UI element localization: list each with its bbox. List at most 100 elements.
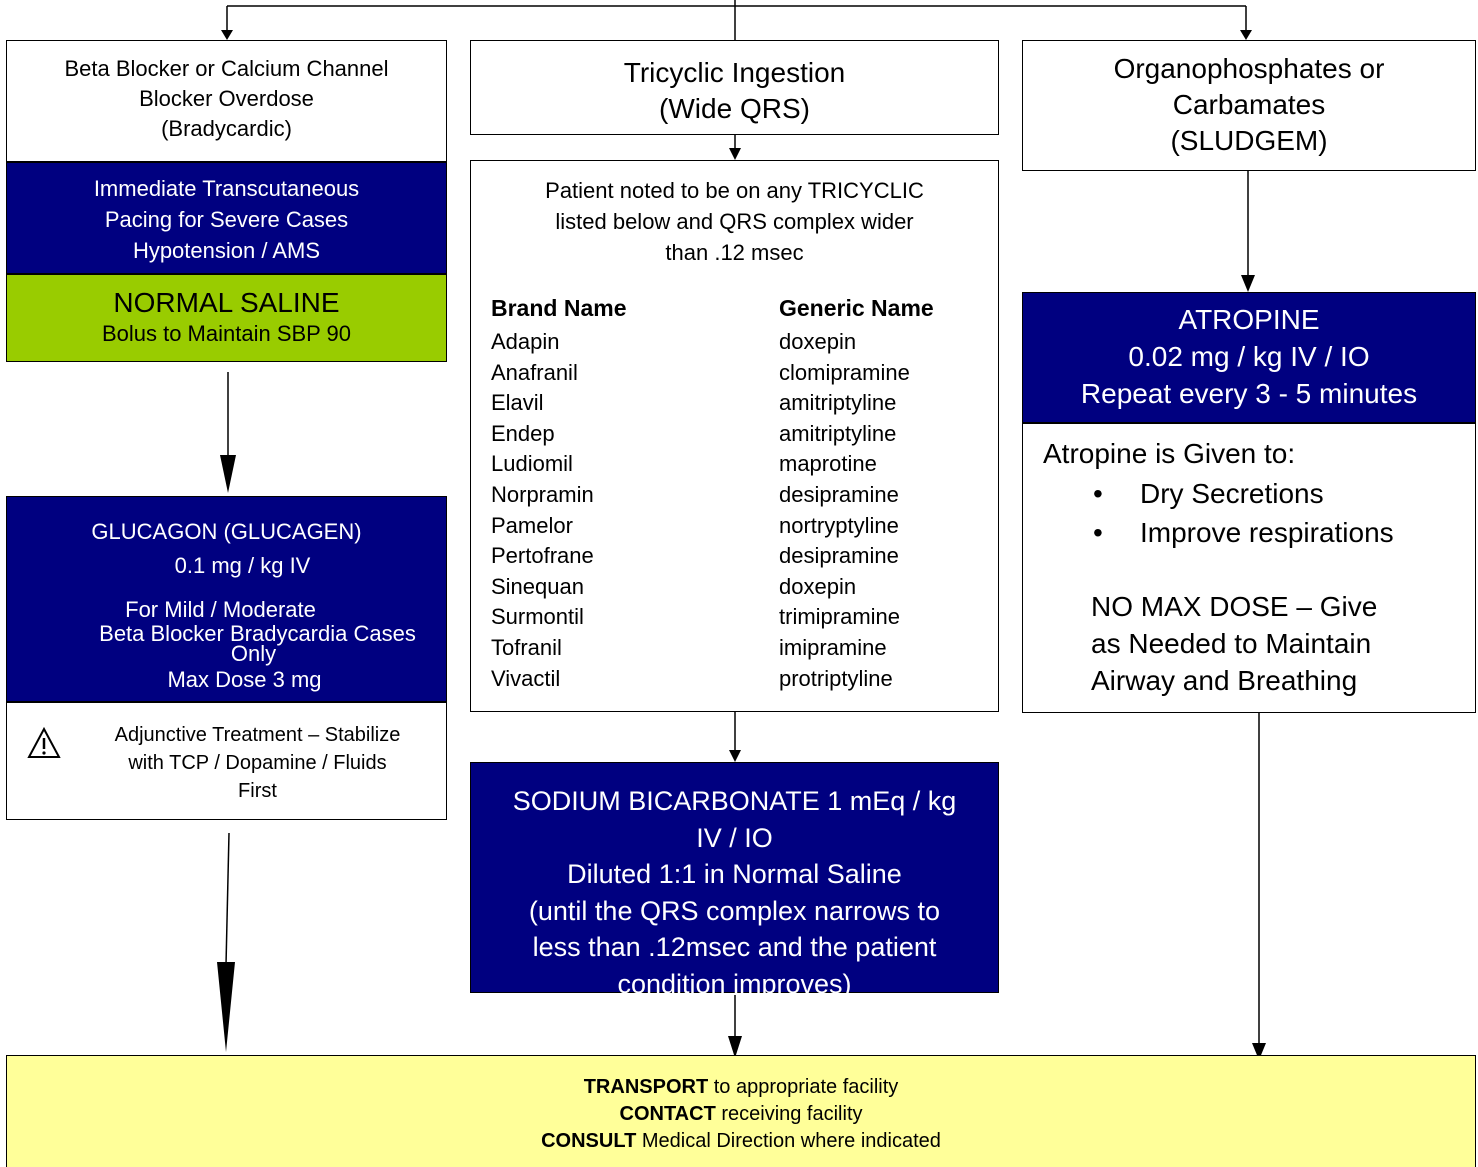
tricyclic-note-line: Patient noted to be on any TRICYCLIC (545, 178, 924, 203)
tricyclic-note-line: listed below and QRS complex wider (555, 209, 914, 234)
max-dose-line: Airway and Breathing (1091, 665, 1358, 696)
max-dose-line: NO MAX DOSE – Give (1091, 591, 1378, 622)
drug-generic-name: doxepin (779, 329, 857, 354)
drug-generic-name: protriptyline (779, 665, 893, 691)
drug-row: Vivactil protriptyline (491, 664, 981, 695)
drug-brand-name: Pertofrane (491, 543, 594, 569)
drug-generic-name: desipramine (779, 543, 899, 569)
atropine-line: Repeat every 3 - 5 minutes (1080, 378, 1418, 409)
atropine-line: ATROPINE (1178, 304, 1320, 335)
drug-row: Adapin doxepin (491, 327, 981, 358)
drug-row: Tofranil imipramine (491, 633, 981, 664)
drug-brand-name: Adapin (491, 329, 560, 354)
organophosphate-title-line: Carbamates (1172, 89, 1326, 120)
organophosphate-title-box: Organophosphates or Carbamates (SLUDGEM) (1022, 40, 1476, 171)
organophosphate-title-line: (SLUDGEM) (1170, 125, 1328, 156)
adjunctive-treatment-box: Adjunctive Treatment – Stabilize with TC… (6, 702, 447, 820)
max-dose-line: as Needed to Maintain (1091, 628, 1372, 659)
drug-row: Pertofrane desipramine (491, 541, 981, 572)
tricyclic-title-box: Tricyclic Ingestion (Wide QRS) (470, 40, 999, 135)
drug-row: Elavil amitriptyline (491, 388, 981, 419)
tricyclic-title-line: (Wide QRS) (659, 93, 810, 124)
bicarb-line: condition improves) (617, 968, 852, 999)
bullet-dot-icon: • (1093, 478, 1103, 509)
adjunct-line: with TCP / Dopamine / Fluids (128, 752, 387, 774)
atropine-given-heading: Atropine is Given to: (1043, 438, 1296, 469)
transport-line: TRANSPORT to appropriate facility (7, 1074, 1475, 1101)
normal-saline-box: NORMAL SALINE Bolus to Maintain SBP 90 (6, 274, 447, 362)
consult-line: CONSULT Medical Direction where indicate… (7, 1128, 1475, 1155)
drug-generic-name: amitriptyline (779, 390, 897, 416)
drug-row: Ludiomil maprotine (491, 449, 981, 480)
contact-line: CONTACT receiving facility (7, 1101, 1475, 1128)
drug-generic-name: maprotine (779, 451, 877, 477)
beta-blocker-title-line: Blocker Overdose (139, 86, 314, 111)
drug-brand-name: Norpramin (491, 482, 594, 507)
drug-brand-name: Sinequan (491, 573, 584, 599)
drug-brand-name: Tofranil (491, 635, 562, 660)
transcutaneous-pacing-box: Immediate Transcutaneous Pacing for Seve… (6, 162, 447, 274)
beta-blocker-title-line: (Bradycardic) (161, 116, 292, 141)
drug-generic-name: desipramine (779, 482, 899, 507)
drug-brand-name: Anafranil (491, 359, 578, 385)
transport-box: TRANSPORT to appropriate facility CONTAC… (6, 1055, 1476, 1167)
transport-text: to appropriate facility (708, 1076, 899, 1098)
tricyclic-drug-list-box: Patient noted to be on any TRICYCLIC lis… (470, 160, 999, 712)
drug-row: Sinequan doxepin (491, 572, 981, 603)
bicarb-line: SODIUM BICARBONATE 1 mEq / kg (512, 786, 957, 816)
drug-row: Endep amitriptyline (491, 419, 981, 450)
drug-generic-name: clomipramine (779, 359, 910, 385)
drug-generic-name: imipramine (779, 635, 887, 660)
adjunct-line: First (238, 780, 277, 802)
drug-brand-name: Endep (491, 420, 555, 446)
drug-row: Surmontil trimipramine (491, 602, 981, 633)
adjunct-line: Adjunctive Treatment – Stabilize (114, 724, 401, 746)
no-max-dose-note: NO MAX DOSE – Give as Needed to Maintain… (1091, 588, 1377, 699)
pacing-line: Pacing for Severe Cases (104, 207, 349, 232)
glucagon-note-line: For Mild / Moderate (125, 597, 316, 622)
glucagon-max-dose: Max Dose 3 mg (167, 667, 322, 692)
bullet-text: Dry Secretions (1140, 478, 1324, 509)
drug-row: Anafranil clomipramine (491, 358, 981, 389)
bicarb-line: IV / IO (696, 822, 773, 853)
drug-brand-name: Ludiomil (491, 451, 573, 477)
consult-text: Medical Direction where indicated (636, 1130, 941, 1152)
contact-keyword: CONTACT (619, 1103, 716, 1125)
brand-name-header: Brand Name (491, 295, 627, 321)
beta-blocker-title-box: Beta Blocker or Calcium Channel Blocker … (6, 40, 447, 162)
bicarb-line: Diluted 1:1 in Normal Saline (567, 859, 902, 889)
generic-name-header: Generic Name (779, 295, 934, 321)
drug-generic-name: trimipramine (779, 604, 901, 630)
saline-heading: NORMAL SALINE (113, 287, 340, 318)
saline-detail: Bolus to Maintain SBP 90 (101, 321, 352, 346)
glucagon-dose: 0.1 mg / kg IV (174, 553, 311, 578)
bicarb-line: (until the QRS complex narrows to (528, 895, 941, 926)
bullet-text: Improve respirations (1140, 517, 1394, 548)
bullet-dot-icon: • (1093, 517, 1103, 548)
drug-brand-name: Surmontil (491, 604, 584, 630)
tricyclic-criteria-note: Patient noted to be on any TRICYCLIC lis… (471, 175, 998, 268)
bicarb-line: less than .12msec and the patient (532, 932, 937, 962)
glucagon-note-line: Only (230, 641, 277, 666)
beta-blocker-title-line: Beta Blocker or Calcium Channel (64, 56, 389, 81)
drug-brand-name: Vivactil (491, 665, 561, 691)
transport-keyword: TRANSPORT (583, 1076, 709, 1098)
drug-generic-name: nortryptyline (779, 512, 899, 538)
pacing-line: Hypotension / AMS (132, 238, 321, 263)
drug-brand-name: Elavil (491, 390, 544, 416)
atropine-dose-box: ATROPINE 0.02 mg / kg IV / IO Repeat eve… (1022, 292, 1476, 423)
atropine-line: 0.02 mg / kg IV / IO (1128, 341, 1370, 372)
glucagon-note-line: Beta Blocker Bradycardia Cases (99, 621, 416, 646)
contact-text: receiving facility (715, 1103, 863, 1125)
glucagon-heading: GLUCAGON (GLUCAGEN) (91, 519, 362, 544)
drug-generic-name: doxepin (779, 573, 857, 599)
tricyclic-title-line: Tricyclic Ingestion (623, 57, 846, 88)
tricyclic-note-line: than .12 msec (665, 240, 804, 265)
pacing-line: Immediate Transcutaneous (93, 176, 360, 201)
drug-row: Norpramin desipramine (491, 480, 981, 511)
warning-triangle-icon (27, 727, 61, 758)
sodium-bicarbonate-box: SODIUM BICARBONATE 1 mEq / kg IV / IO Di… (470, 762, 999, 999)
drug-generic-name: amitriptyline (779, 420, 897, 446)
organophosphate-title-line: Organophosphates or (1113, 53, 1385, 84)
